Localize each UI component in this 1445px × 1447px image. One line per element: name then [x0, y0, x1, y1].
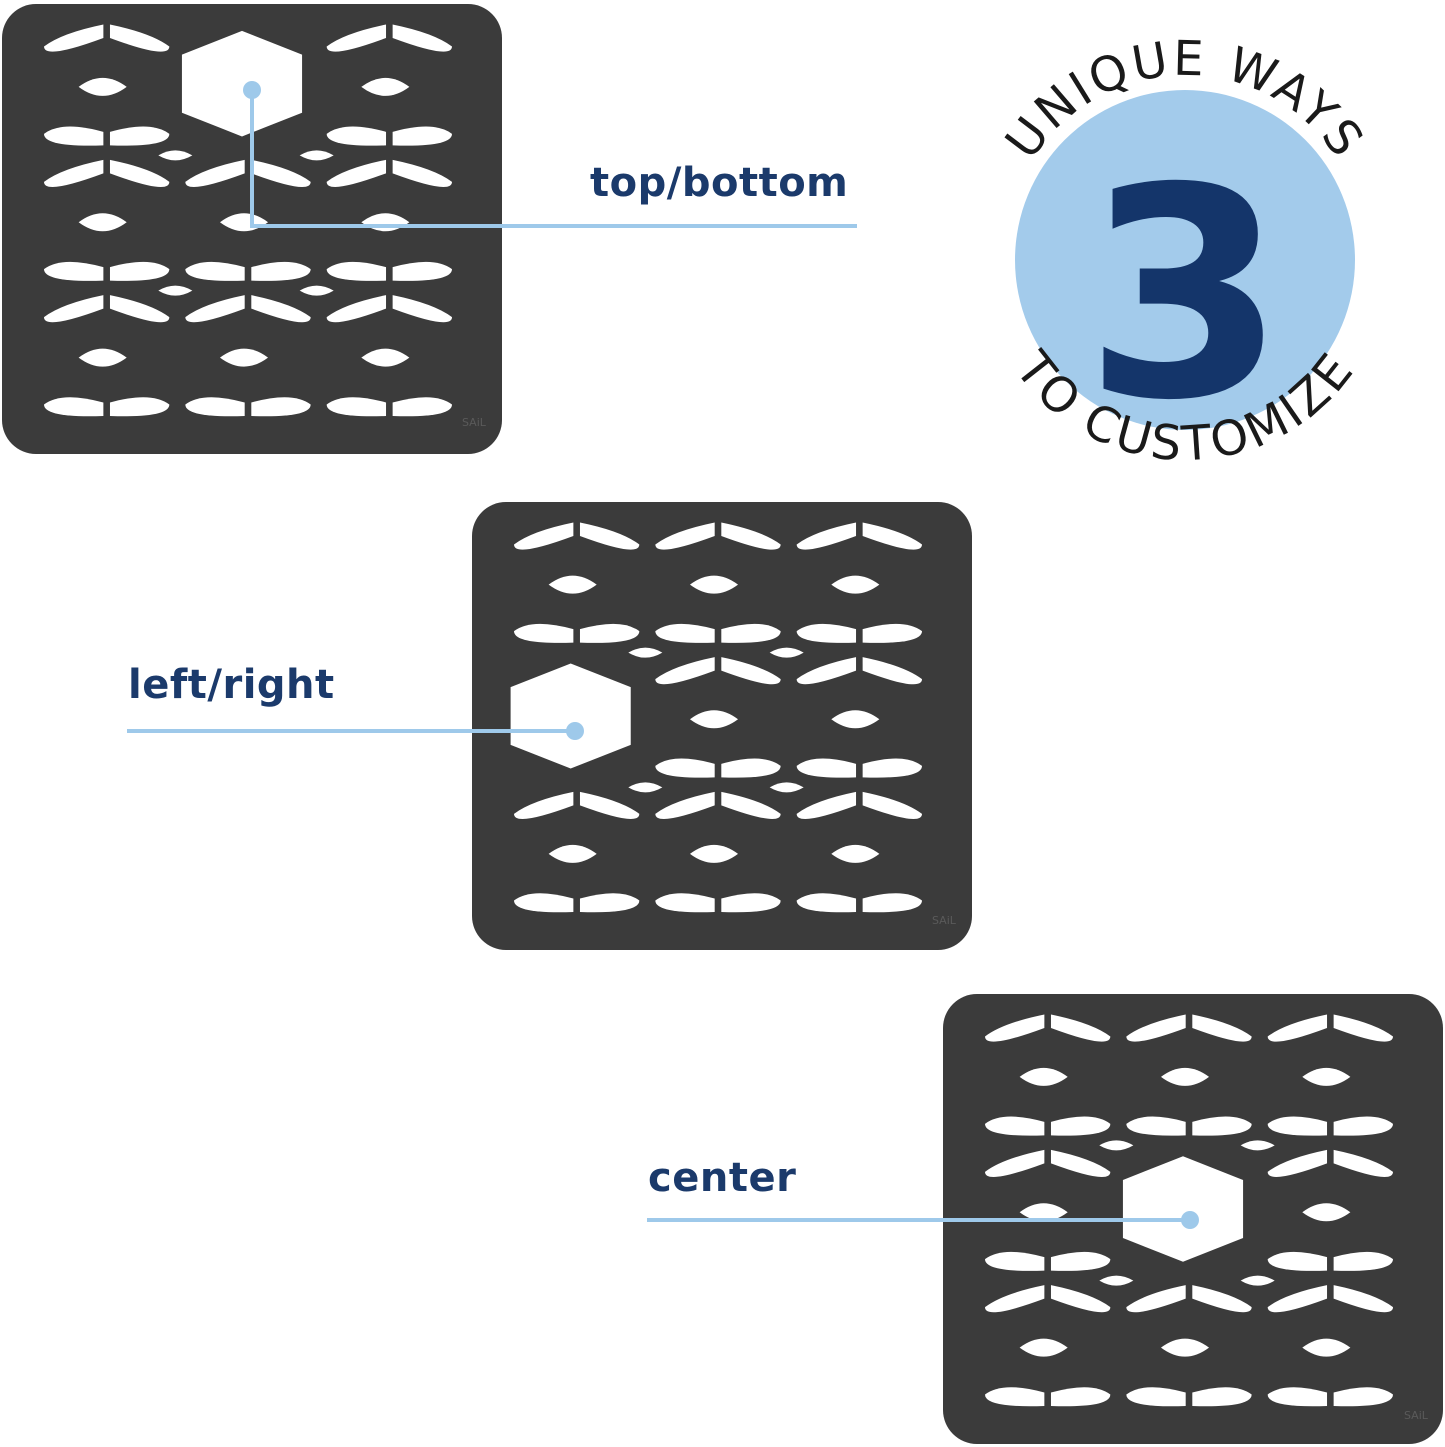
sink-mat-top-bottom: [2, 4, 502, 454]
sink-mat-left-right: [472, 502, 972, 950]
brand-mark: SAiL: [1404, 1409, 1428, 1422]
label-left-right: left/right: [128, 662, 335, 708]
label-center: center: [648, 1155, 797, 1201]
sink-mat-graphic: [2, 4, 502, 454]
badge-number: 3: [1084, 127, 1286, 464]
brand-mark: SAiL: [932, 914, 956, 927]
sink-mat-center: [943, 994, 1443, 1444]
brand-mark: SAiL: [462, 416, 486, 429]
label-top-bottom: top/bottom: [590, 160, 849, 206]
sink-mat-graphic: [943, 994, 1443, 1444]
unique-ways-badge: 3 UNIQUE WAYS TO CUSTOMIZE: [960, 20, 1410, 490]
badge-circle: [1015, 90, 1355, 430]
sink-mat-graphic: [472, 502, 972, 950]
